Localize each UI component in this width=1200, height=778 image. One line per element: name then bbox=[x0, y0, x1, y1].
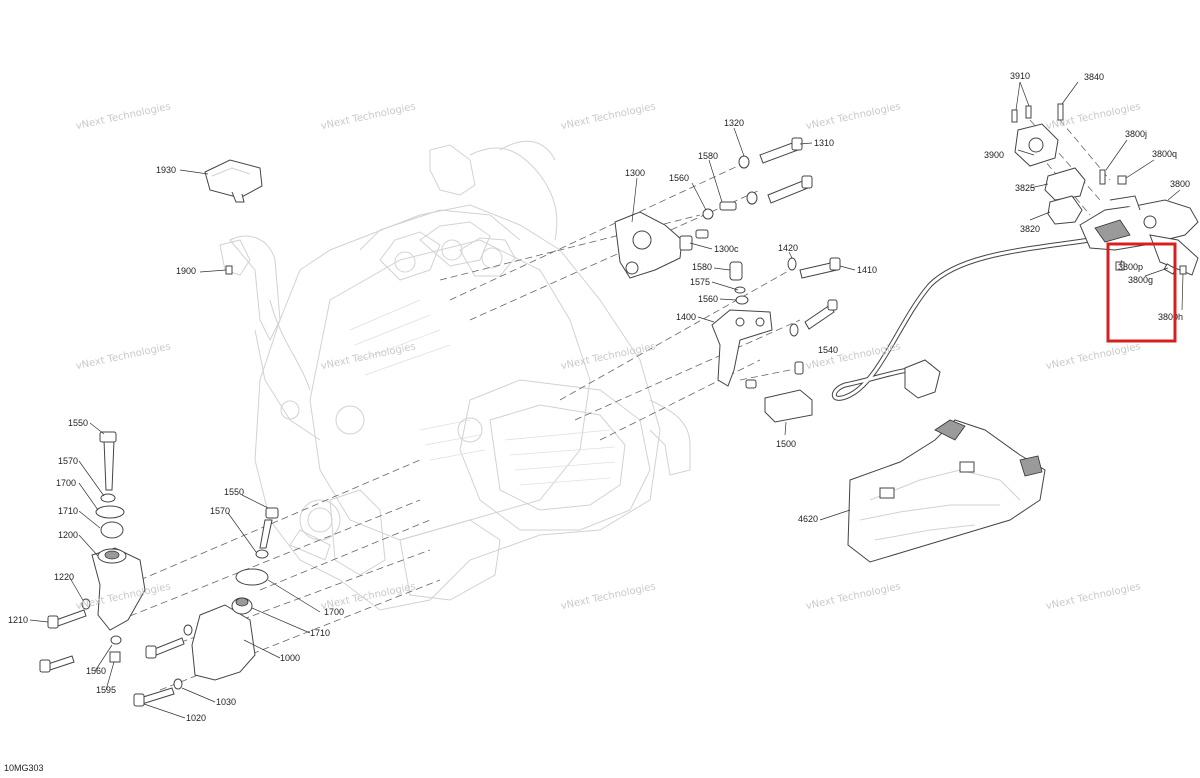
watermark: vNext Technologies bbox=[75, 101, 172, 132]
callout-1700[interactable]: 1700 bbox=[324, 607, 344, 617]
watermark: vNext Technologies bbox=[805, 581, 902, 612]
callout-1580[interactable]: 1580 bbox=[698, 151, 718, 161]
callout-labels: 1930 1900 1300 1320 1580 1310 1560 1300c… bbox=[8, 71, 1190, 723]
watermark: vNext Technologies bbox=[320, 101, 417, 132]
leader-lines bbox=[29, 81, 1184, 719]
callout-3910[interactable]: 3910 bbox=[1010, 71, 1030, 81]
callout-3800h[interactable]: 3800h bbox=[1158, 312, 1183, 322]
part-3900-3910-clamp bbox=[1011, 103, 1064, 167]
callout-3800p[interactable]: 3800p bbox=[1118, 262, 1143, 272]
callout-3840[interactable]: 3840 bbox=[1084, 72, 1104, 82]
callout-1580[interactable]: 1580 bbox=[692, 262, 712, 272]
callout-1020[interactable]: 1020 bbox=[186, 713, 206, 723]
callout-3800q[interactable]: 3800q bbox=[1152, 149, 1177, 159]
part-1580-1575-1560-stack bbox=[729, 261, 749, 305]
part-1320-washer bbox=[738, 155, 758, 205]
watermark: vNext Technologies bbox=[560, 101, 657, 132]
callout-1500[interactable]: 1500 bbox=[776, 439, 796, 449]
callout-1300[interactable]: 1300 bbox=[625, 168, 645, 178]
callout-1710[interactable]: 1710 bbox=[310, 628, 330, 638]
callout-3800g[interactable]: 3800g bbox=[1128, 275, 1153, 285]
callout-1700[interactable]: 1700 bbox=[56, 478, 76, 488]
callout-1300c[interactable]: 1300c bbox=[714, 244, 739, 254]
callout-1320[interactable]: 1320 bbox=[724, 118, 744, 128]
callout-1220[interactable]: 1220 bbox=[54, 572, 74, 582]
watermark: vNext Technologies bbox=[805, 101, 902, 132]
watermark: vNext Technologies bbox=[560, 581, 657, 612]
highlight-box bbox=[1106, 242, 1177, 343]
callout-1550[interactable]: 1550 bbox=[224, 487, 244, 497]
callout-1560[interactable]: 1560 bbox=[86, 666, 106, 676]
callout-1900[interactable]: 1900 bbox=[176, 266, 196, 276]
part-1400-bracket bbox=[711, 309, 773, 387]
part-1310-bolts bbox=[759, 137, 813, 204]
callout-1420[interactable]: 1420 bbox=[778, 243, 798, 253]
callout-1210[interactable]: 1210 bbox=[8, 615, 28, 625]
callout-1030[interactable]: 1030 bbox=[216, 697, 236, 707]
diagram-code: 10MG303 bbox=[4, 763, 44, 773]
part-1000-mount bbox=[133, 507, 279, 707]
callout-1400[interactable]: 1400 bbox=[676, 312, 696, 322]
part-1900-bolt bbox=[225, 265, 233, 275]
part-1500-mount bbox=[745, 361, 813, 423]
part-1300-mount bbox=[614, 211, 693, 279]
callout-3825[interactable]: 3825 bbox=[1015, 183, 1035, 193]
part-3820-3825 bbox=[1044, 167, 1086, 225]
callout-1560[interactable]: 1560 bbox=[669, 173, 689, 183]
callout-3820[interactable]: 3820 bbox=[1020, 224, 1040, 234]
part-1410-1420-bolts bbox=[787, 257, 841, 337]
callout-1570[interactable]: 1570 bbox=[210, 506, 230, 516]
callout-1000[interactable]: 1000 bbox=[280, 653, 300, 663]
callout-1410[interactable]: 1410 bbox=[857, 265, 877, 275]
callout-1570[interactable]: 1570 bbox=[58, 456, 78, 466]
watermark: vNext Technologies bbox=[75, 341, 172, 372]
callout-1310[interactable]: 1310 bbox=[814, 138, 834, 148]
watermark: vNext Technologies bbox=[1045, 581, 1142, 612]
engine-block-ghost bbox=[219, 140, 691, 611]
callout-1595[interactable]: 1595 bbox=[96, 685, 116, 695]
callout-3900[interactable]: 3900 bbox=[984, 150, 1004, 160]
callout-1550[interactable]: 1550 bbox=[68, 418, 88, 428]
watermark: vNext Technologies bbox=[1045, 341, 1142, 372]
part-1930-bracket bbox=[204, 159, 263, 203]
callout-1710[interactable]: 1710 bbox=[58, 506, 78, 516]
callout-1540[interactable]: 1540 bbox=[818, 345, 838, 355]
part-1200-mount bbox=[39, 431, 146, 673]
callout-1575[interactable]: 1575 bbox=[690, 277, 710, 287]
callout-1560[interactable]: 1560 bbox=[698, 294, 718, 304]
part-3800-cable bbox=[831, 237, 1091, 401]
callout-1930[interactable]: 1930 bbox=[156, 165, 176, 175]
callout-4620[interactable]: 4620 bbox=[798, 514, 818, 524]
part-1580-1560-bolts bbox=[695, 201, 737, 239]
assembly-lines bbox=[119, 119, 1111, 691]
watermark: vNext Technologies bbox=[320, 341, 417, 372]
callout-3800[interactable]: 3800 bbox=[1170, 179, 1190, 189]
callout-3800j[interactable]: 3800j bbox=[1125, 129, 1147, 139]
part-4620-tray bbox=[847, 419, 1046, 563]
callout-1200[interactable]: 1200 bbox=[58, 530, 78, 540]
